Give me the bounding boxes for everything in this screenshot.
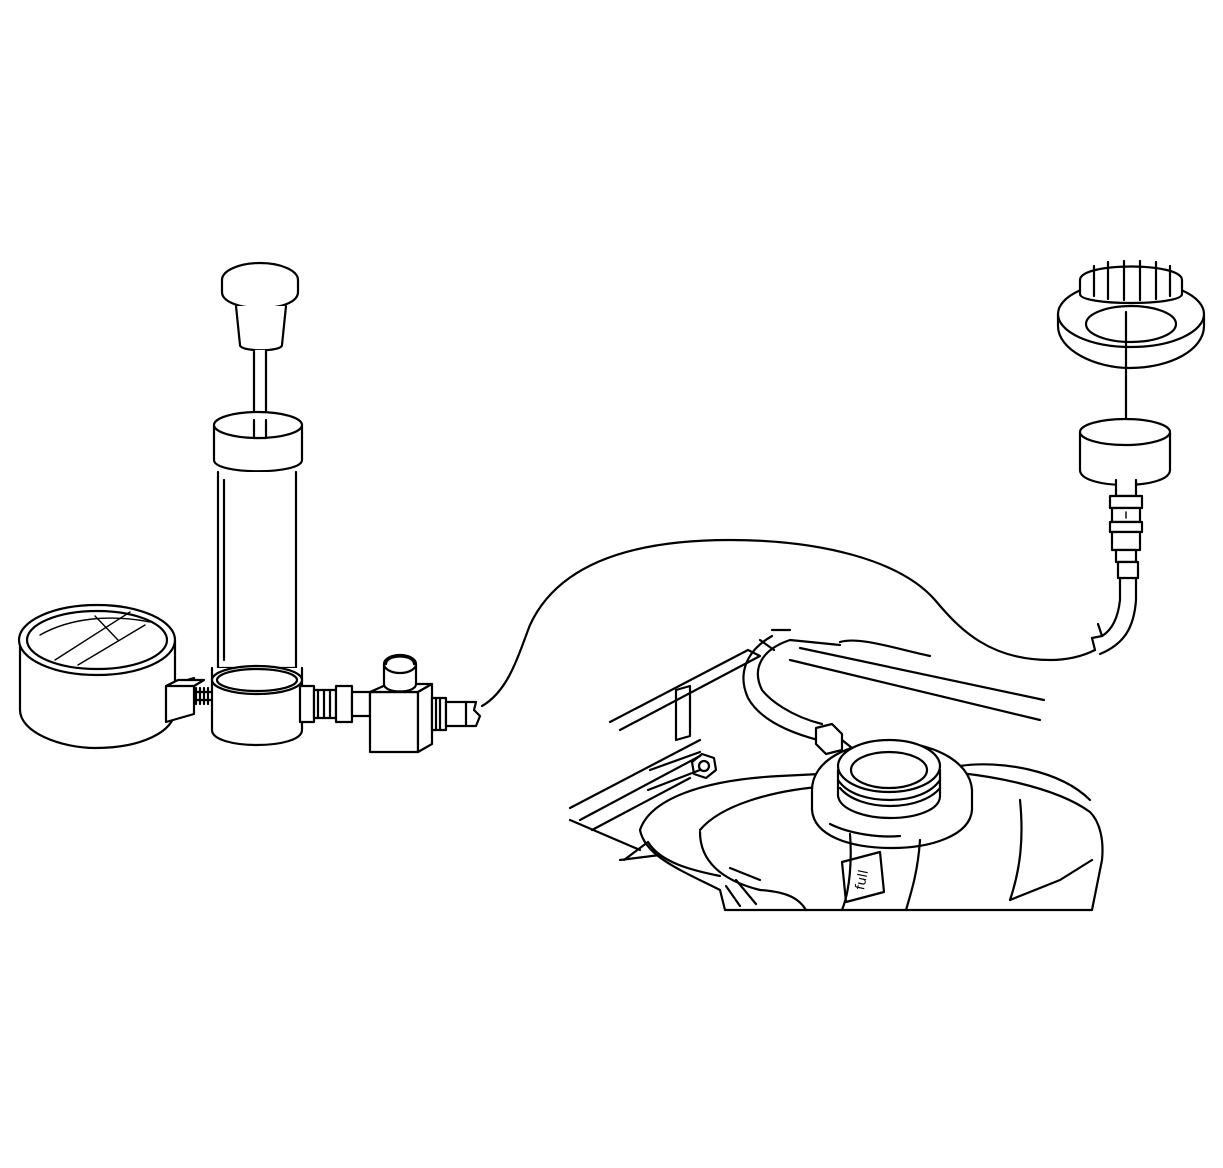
pressure-gauge (17, 603, 214, 750)
test-hose (464, 538, 1138, 728)
coolant-surge-tank: full (568, 628, 1104, 912)
release-valve (368, 653, 468, 754)
cap-adapter (1056, 259, 1206, 580)
tank-full-label: full (853, 869, 872, 892)
hand-pump (210, 261, 372, 747)
